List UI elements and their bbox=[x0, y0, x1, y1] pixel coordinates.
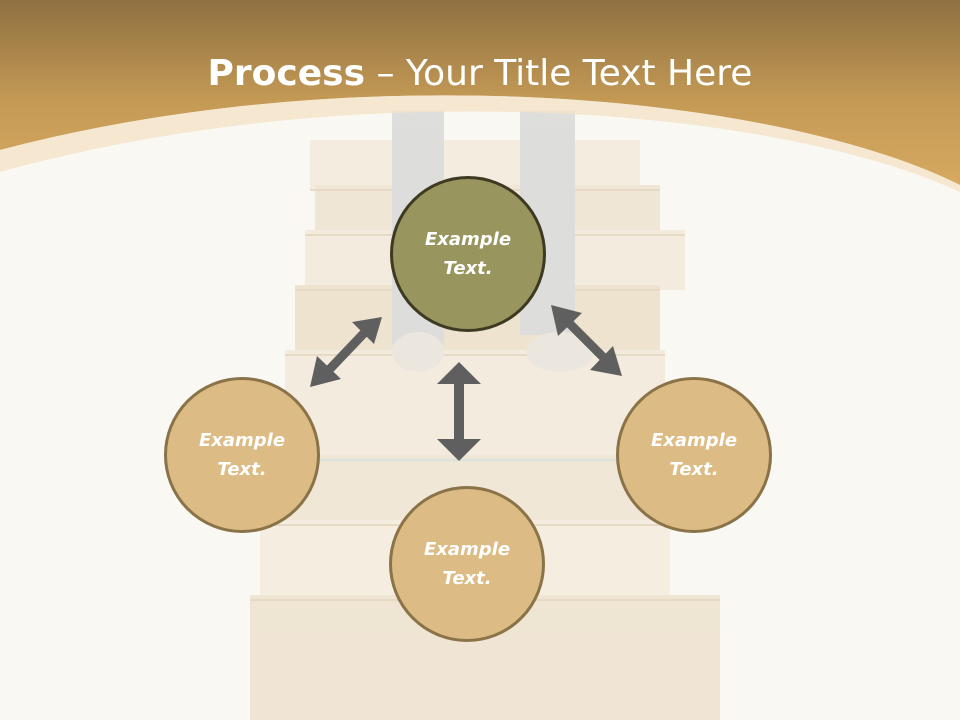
circle-left-line1: Example bbox=[198, 430, 286, 451]
circle-right-line2: Text. bbox=[669, 459, 719, 480]
circle-right-line1: Example bbox=[650, 430, 738, 451]
arrow-vertical bbox=[437, 362, 481, 461]
circle-left-line2: Text. bbox=[217, 459, 267, 480]
arrow-top-right bbox=[551, 305, 622, 376]
arrow-top-left bbox=[310, 317, 382, 387]
circle-top-line2: Text. bbox=[443, 258, 493, 279]
slide-title: Process – Your Title Text Here bbox=[0, 50, 960, 98]
header-band bbox=[0, 0, 960, 185]
title-bold: Process bbox=[207, 53, 366, 94]
circle-right[interactable]: Example Text. bbox=[616, 377, 772, 533]
circle-left[interactable]: Example Text. bbox=[164, 377, 320, 533]
title-rest: – Your Title Text Here bbox=[365, 53, 753, 94]
circle-bottom-line2: Text. bbox=[442, 568, 492, 589]
header-swoosh bbox=[0, 95, 960, 192]
circle-top-line1: Example bbox=[424, 229, 512, 250]
circle-bottom-line1: Example bbox=[423, 539, 511, 560]
circle-bottom[interactable]: Example Text. bbox=[389, 486, 545, 642]
circle-top[interactable]: Example Text. bbox=[390, 176, 546, 332]
